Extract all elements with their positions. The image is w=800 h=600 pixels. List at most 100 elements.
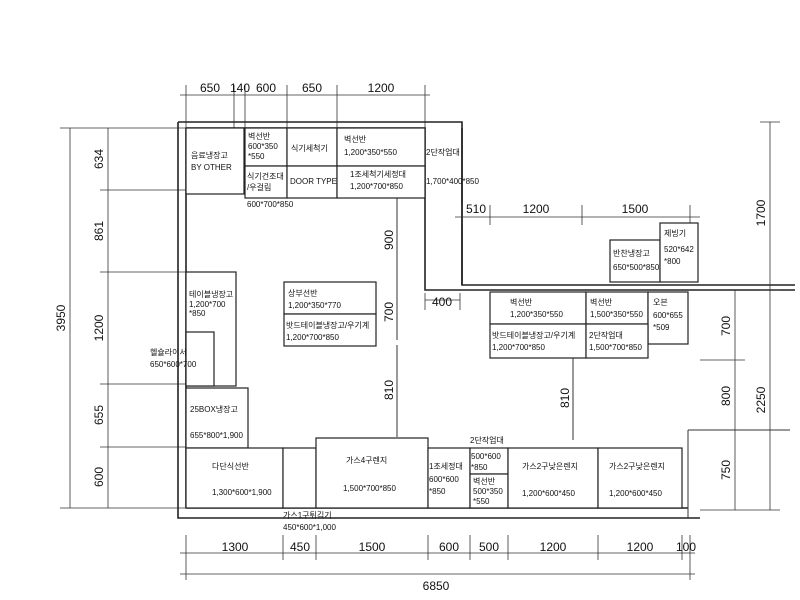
left-dim-1: 634 (92, 149, 106, 169)
equipment-gas-2-low-a: 가스2구낮은렌지 1,200*600*450 (507, 447, 599, 509)
equipment-work-table-2tier-a: 2단작업대 1,700*400*850 (426, 147, 479, 186)
step-dim: 400 (432, 295, 452, 309)
oven-label: 600*655 (653, 311, 683, 320)
equipment-work-table-2tier-b: 2단작업대 1,500*700*850 (585, 323, 649, 359)
equipment-sink-1bowl-a: 1조세척기세정대 1,200*700*850 (336, 165, 426, 199)
noodle-maker-label: 520*642 (664, 245, 694, 254)
gas-range-4-label: 1,500*700*850 (343, 484, 396, 493)
wall-shelf-c-label: 1,200*350*550 (510, 310, 563, 319)
right-dim-3: 750 (719, 460, 733, 480)
top-dim-4: 650 (302, 81, 322, 95)
gas-2-low-a-label: 1,200*600*450 (522, 489, 575, 498)
work-table-2tier-a-label: 1,700*400*850 (426, 177, 479, 186)
equipment-helmet-riser: 헬슐라이서 650*600*700 (150, 331, 215, 387)
bottom-total-dim: 6850 (423, 579, 450, 593)
bottom-dimension-line: 1300 450 1500 600 500 1200 1200 100 6850 (180, 535, 696, 593)
sink-1bowl-b-label: 600*600 (429, 475, 459, 484)
banchan-fridge-label: 650*500*850 (613, 263, 660, 272)
gas-range-4-label: 가스4구렌지 (346, 455, 387, 465)
left-dim-3: 1200 (92, 314, 106, 341)
table-fridge-a-label: 테이블냉장고 (189, 289, 233, 299)
bottom-dim-1: 1300 (222, 540, 249, 554)
wall-shelf-e-label: 벽선반 (473, 476, 496, 486)
equipment-gas-2-low-b: 가스2구낮은렌지 1,200*600*450 (597, 447, 683, 509)
work-table-2tier-b-label: 1,500*700*850 (589, 343, 642, 352)
wall-shelf-d-label: 1,500*350*550 (590, 310, 643, 319)
small-dims-label: *850 (471, 463, 488, 472)
wall-shelf-b-label: 벽선반 (344, 134, 367, 144)
equipment-bat-table-fridge-b: 밧드테이블냉장고/우기계 1,200*700*850 (489, 323, 587, 359)
wall-shelf-e-label: 500*350 (473, 487, 503, 496)
gas-1-burner-label: 450*600*1,000 (283, 523, 336, 532)
wall-shelf-a-label: 600*350 (248, 142, 278, 151)
wall-shelf-b-label: 1,200*350*550 (344, 148, 397, 157)
equipment-gas-1-burner: 가스1구튀김기 450*600*1,000 (282, 447, 336, 532)
equipment-sink-1bowl-b: 1조세정대 600*600 *850 (427, 447, 471, 509)
dish-dryer-label: /우걸림 (247, 182, 271, 192)
equipment-wall-shelf-b: 벽선반 1,200*350*550 (336, 127, 426, 167)
bat-table-fridge-b-label: 1,200*700*850 (492, 343, 545, 352)
dishwasher-label: 식기세척기 (291, 144, 328, 153)
helmet-riser-label: 헬슐라이서 (150, 347, 187, 357)
upper-shelf-label: 상부선반 (288, 288, 318, 298)
wall-shelf-a-label: 벽선반 (248, 131, 271, 141)
oven-label: 오븐 (653, 298, 668, 307)
right-total-dim: 2250 (754, 386, 768, 413)
equipment-upper-shelf: 상부선반 1,200*350*770 (283, 281, 377, 315)
oven-label: *509 (653, 323, 670, 332)
door-type-label: DOOR TYPE (290, 177, 337, 186)
equipment-wall-shelf-c: 벽선반 1,200*350*550 (489, 291, 587, 325)
equipment-multi-shelf: 다단식선반 1,300*600*1,900 (185, 447, 284, 509)
left-total-dim: 3950 (54, 304, 68, 331)
right-top-dim-2: 1200 (523, 202, 550, 216)
dish-dryer-label: 600*700*850 (247, 200, 294, 209)
equipment-small-dims: 500*600 *850 (469, 447, 509, 475)
wall-shelf-a-label: *550 (248, 152, 265, 161)
right-dim-1: 700 (719, 316, 733, 336)
bat-table-fridge-b-label: 밧드테이블냉장고/우기계 (492, 330, 575, 340)
equipment-beverage-fridge: 음료냉장고 BY OTHER (185, 127, 245, 195)
work-table-2tier-c-label: 2단작업대 (470, 435, 504, 445)
equipment-wall-shelf-d: 벽선반 1,500*350*550 (585, 291, 649, 325)
aisle-dim-3: 810 (382, 380, 396, 400)
left-dim-5: 600 (92, 467, 106, 487)
work-table-2tier-a-label: 2단작업대 (426, 147, 460, 157)
top-dim-5: 1200 (368, 81, 395, 95)
wall-shelf-c-label: 벽선반 (510, 297, 533, 307)
equipment-noodle-maker: 제빙기 520*642 *800 (659, 222, 699, 283)
bat-table-fridge-a-label: 1,200*700*850 (286, 333, 339, 342)
beverage-fridge-label: 음료냉장고 (191, 150, 228, 160)
top-dim-2: 140 (230, 81, 250, 95)
top-dim-1: 650 (200, 81, 220, 95)
left-dimension-lines: 634 861 1200 655 600 3950 (54, 127, 186, 509)
equipment-box-fridge: 25BOX냉장고 655*800*1,900 (185, 387, 249, 449)
equipment-banchan-fridge: 반찬냉장고 650*500*850 (609, 239, 661, 283)
equipment-bat-table-fridge-a: 밧드테이블냉장고/우기계 1,200*700*850 (283, 313, 377, 347)
wall-shelf-e-label: *550 (473, 497, 490, 506)
noodle-maker-label: *800 (664, 257, 681, 266)
sink-1bowl-a-label: 1,200*700*850 (350, 182, 403, 191)
upper-shelf-label: 1,200*350*770 (288, 301, 341, 310)
gas-2-low-a-label: 가스2구낮은렌지 (522, 461, 578, 471)
bottom-dim-3: 1500 (359, 540, 386, 554)
noodle-maker-label: 제빙기 (664, 229, 686, 238)
bottom-dim-8: 100 (676, 540, 696, 554)
multi-shelf-label: 다단식선반 (212, 461, 249, 471)
right-outer-dim: 1700 (754, 199, 768, 226)
bottom-dim-7: 1200 (627, 540, 654, 554)
top-dimension-line: 650 140 600 650 1200 (180, 81, 430, 128)
dish-dryer-label: 식기건조대 (247, 171, 284, 181)
gas-2-low-b-label: 1,200*600*450 (609, 489, 662, 498)
beverage-fridge-label: BY OTHER (191, 163, 232, 172)
gas-2-low-b-label: 가스2구낮은렌지 (609, 461, 665, 471)
table-fridge-a-label: *850 (189, 309, 206, 318)
equipment-door-type: DOOR TYPE (286, 165, 338, 199)
sink-1bowl-a-label: 1조세척기세정대 (350, 169, 406, 179)
equipment-wall-shelf-e: 벽선반 500*350 *550 (469, 473, 509, 509)
bottom-dim-5: 500 (479, 540, 499, 554)
sink-1bowl-b-label: *850 (429, 487, 446, 496)
bottom-dim-4: 600 (439, 540, 459, 554)
left-dim-2: 861 (92, 221, 106, 241)
right-dim-2: 800 (719, 386, 733, 406)
